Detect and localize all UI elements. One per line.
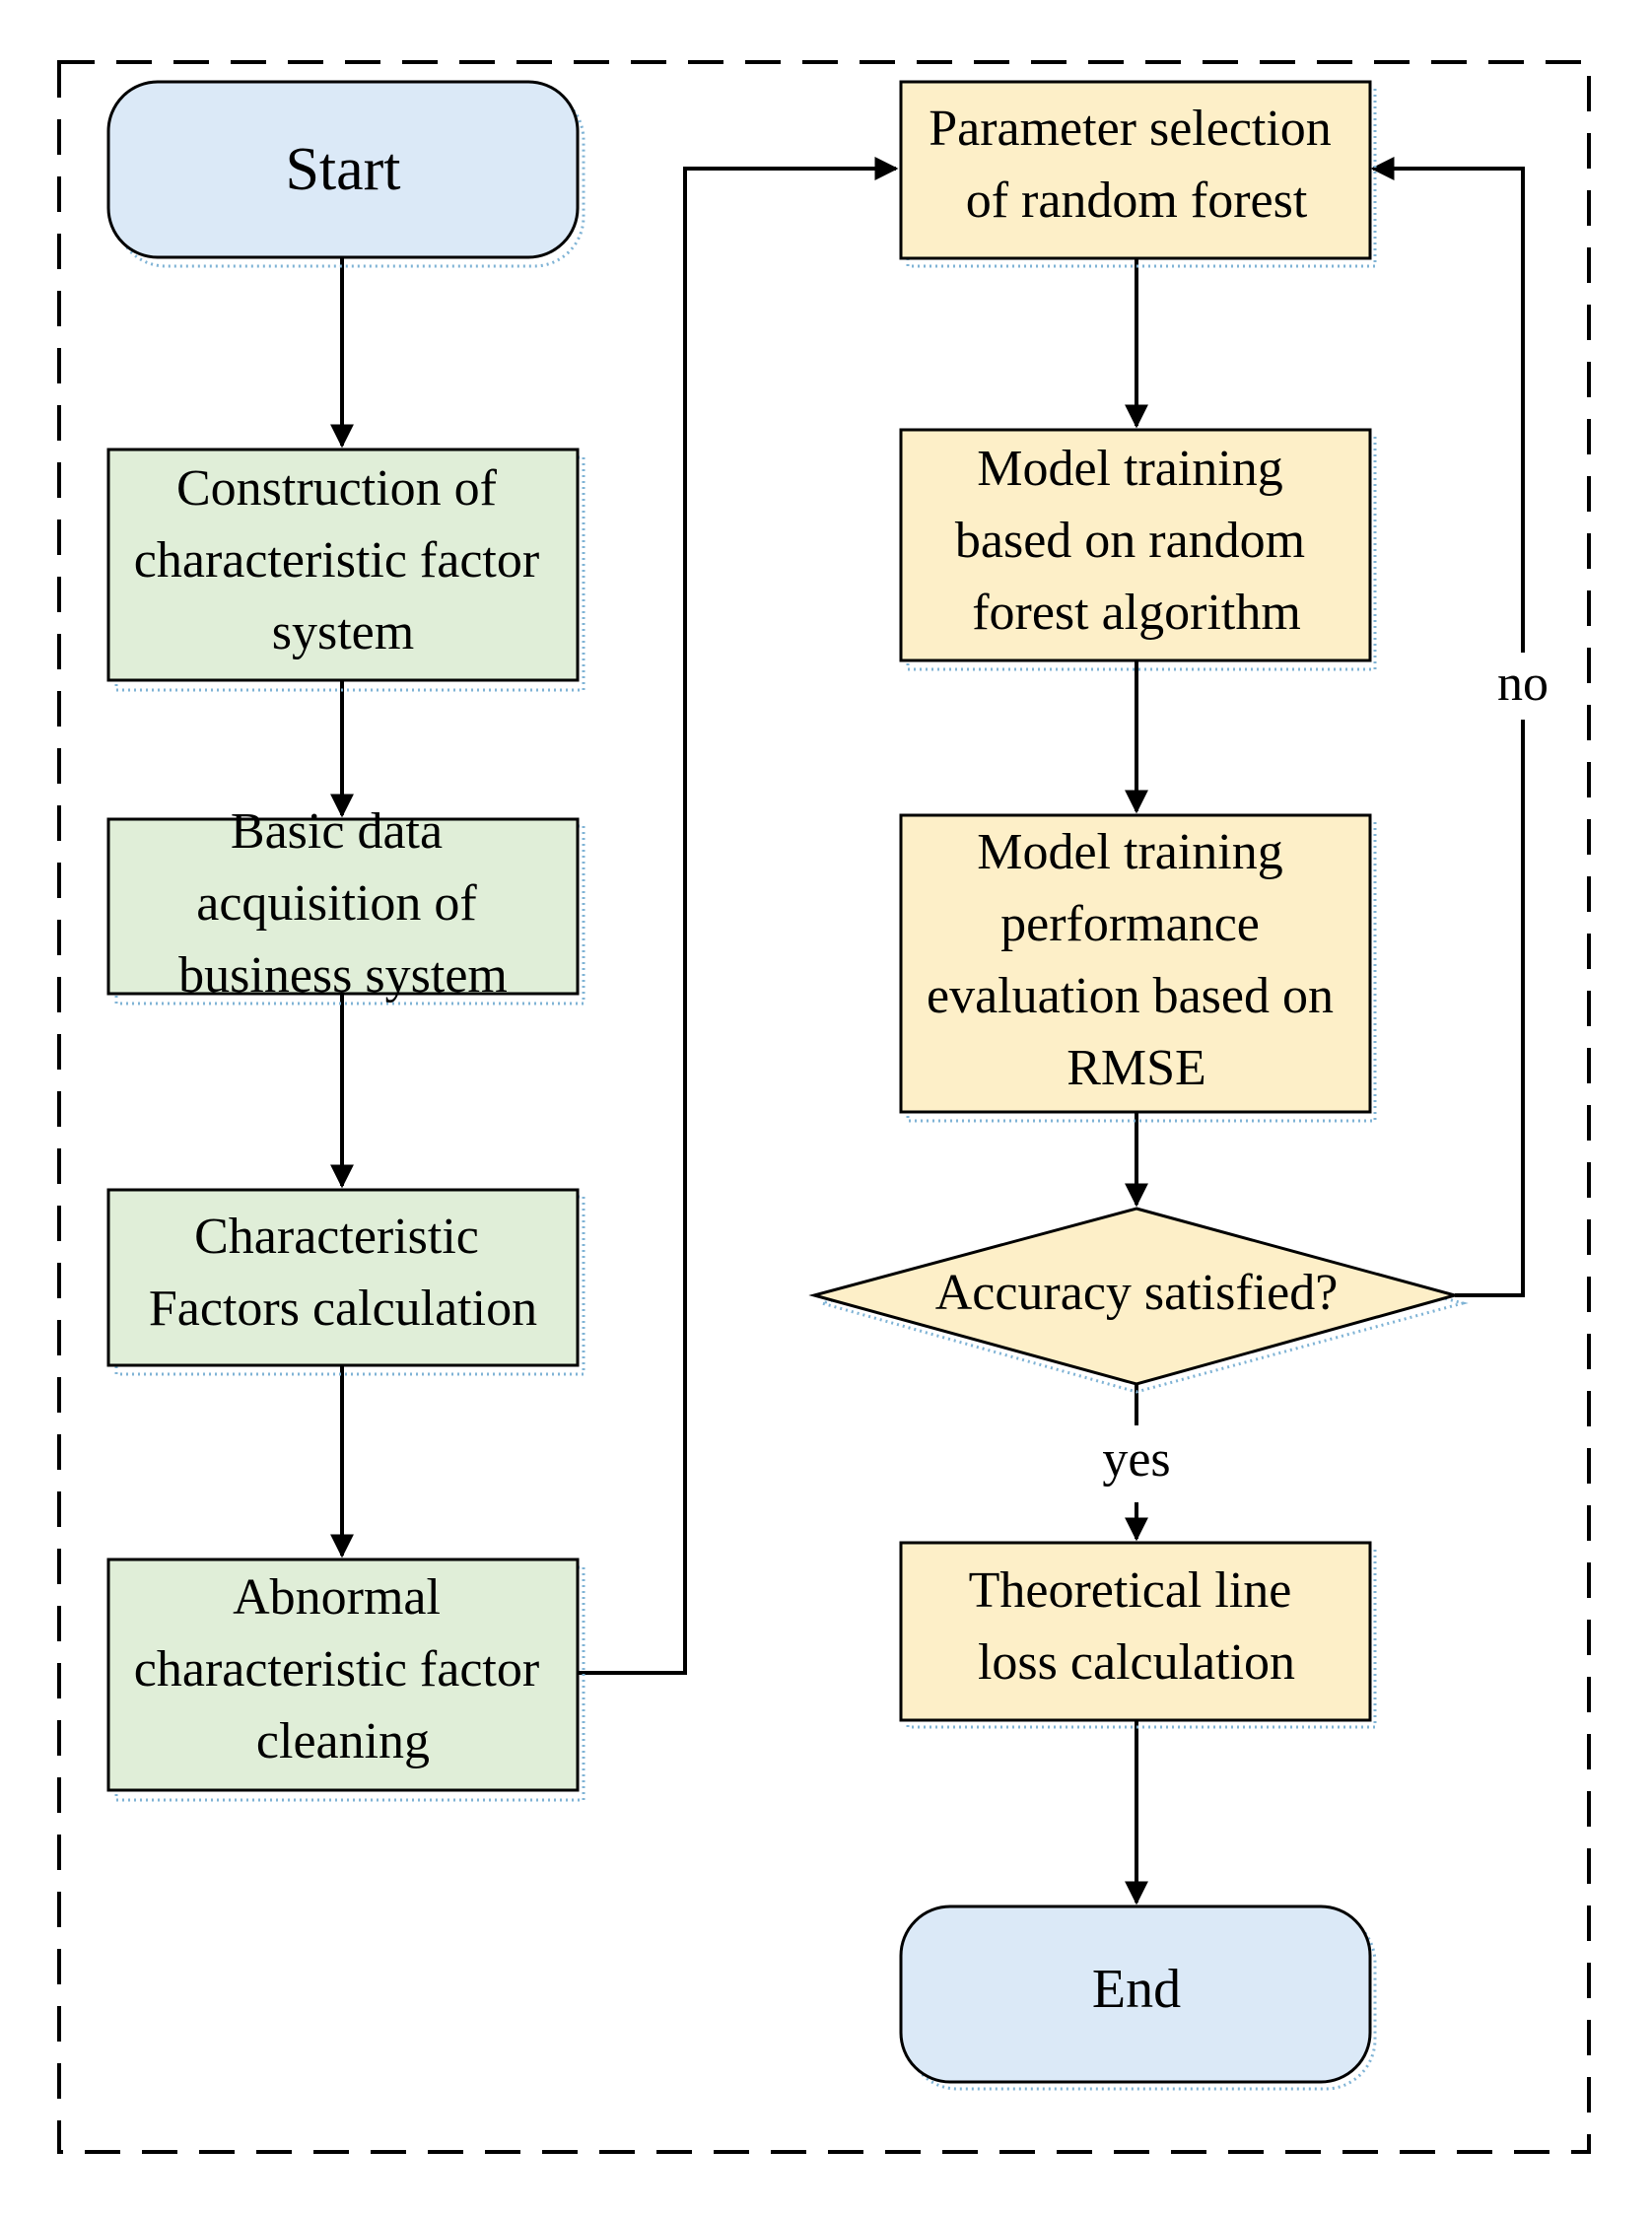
parameter-selection-process: Parameter selection of random forest [899, 80, 1377, 268]
end-line: End [1092, 1959, 1181, 2020]
construction-line-3: system [272, 604, 414, 660]
no-edge-label: no [1497, 656, 1549, 712]
decision-shape [808, 1207, 1461, 1386]
cleaning-line-3: cleaning [256, 1713, 430, 1769]
calculation-process: Characteristic Factors calculation [106, 1188, 585, 1376]
start-shape [106, 80, 580, 259]
model-training-process: Model training based on random forest al… [899, 428, 1377, 671]
accuracy-decision: Accuracy satisfied? [808, 1207, 1469, 1394]
construction-line-1: Construction of [176, 460, 498, 517]
end-terminal: End [899, 1905, 1377, 2091]
outer-dashed-frame [57, 60, 1591, 2154]
acquisition-line-1: Basic data [231, 803, 443, 860]
end-label: End [1092, 1959, 1181, 2020]
cleaning-line-2: characteristic factor [134, 1641, 539, 1697]
model-training-shape [899, 428, 1372, 662]
construction-line-2: characteristic factor [134, 532, 539, 589]
evaluation-line-1: Model training [977, 824, 1283, 880]
start-line: Start [285, 136, 400, 203]
parameter-selection-line-1: Parameter selection [929, 101, 1332, 157]
start-terminal: Start [106, 80, 585, 268]
evaluation-shape [899, 813, 1372, 1114]
parameter-selection-shape [899, 80, 1372, 260]
acquisition-process: Basic data acquisition of business syste… [106, 803, 585, 1005]
evaluation-process: Model training performance evaluation ba… [899, 813, 1377, 1123]
theoretical-shape [899, 1541, 1372, 1722]
parameter-selection-label: Parameter selection of random forest [929, 101, 1344, 229]
theoretical-label: Theoretical line loss calculation [969, 1562, 1305, 1691]
construction-process: Construction of characteristic factor sy… [106, 448, 585, 692]
evaluation-shadow [906, 820, 1377, 1123]
model-training-line-3: forest algorithm [972, 585, 1301, 641]
parameter-selection-line-2: of random forest [966, 173, 1308, 229]
calculation-line-1: Characteristic [194, 1209, 479, 1265]
end-shape [899, 1905, 1372, 2084]
construction-shape [106, 448, 580, 682]
calculation-shape [106, 1188, 580, 1367]
decision-label: Accuracy satisfied? [935, 1265, 1339, 1321]
evaluation-line-3: evaluation based on [927, 968, 1334, 1024]
decision-line: Accuracy satisfied? [935, 1265, 1339, 1321]
connectors [330, 157, 1525, 1905]
evaluation-line-4: RMSE [1067, 1040, 1206, 1096]
cleaning-line-1: Abnormal [233, 1569, 441, 1626]
no-label-background [1493, 653, 1554, 720]
model-training-label: Model training based on random forest al… [955, 441, 1318, 641]
cleaning-shape [106, 1558, 580, 1792]
evaluation-label: Model training performance evaluation ba… [927, 824, 1346, 1096]
arrow-cleaning-to-parameter-selection [579, 157, 899, 1675]
cleaning-process: Abnormal characteristic factor cleaning [106, 1558, 585, 1802]
construction-label: Construction of characteristic factor sy… [134, 460, 552, 660]
theoretical-line-1: Theoretical line [969, 1562, 1292, 1619]
calculation-label: Characteristic Factors calculation [149, 1209, 537, 1337]
theoretical-line-2: loss calculation [978, 1634, 1295, 1691]
start-label: Start [285, 136, 400, 203]
theoretical-process: Theoretical line loss calculation [899, 1541, 1377, 1729]
acquisition-shape [106, 817, 580, 996]
model-training-line-1: Model training [977, 441, 1283, 497]
calculation-line-2: Factors calculation [149, 1281, 537, 1337]
acquisition-line-3: business system [178, 947, 508, 1004]
model-training-line-2: based on random [955, 513, 1305, 569]
cleaning-label: Abnormal characteristic factor cleaning [134, 1569, 552, 1769]
arrow-decision-no-loop [1370, 157, 1525, 1297]
acquisition-label: Basic data acquisition of business syste… [178, 803, 508, 1004]
acquisition-line-2: acquisition of [196, 875, 477, 932]
yes-edge-label: yes [1102, 1431, 1170, 1488]
evaluation-line-2: performance [1000, 896, 1260, 952]
